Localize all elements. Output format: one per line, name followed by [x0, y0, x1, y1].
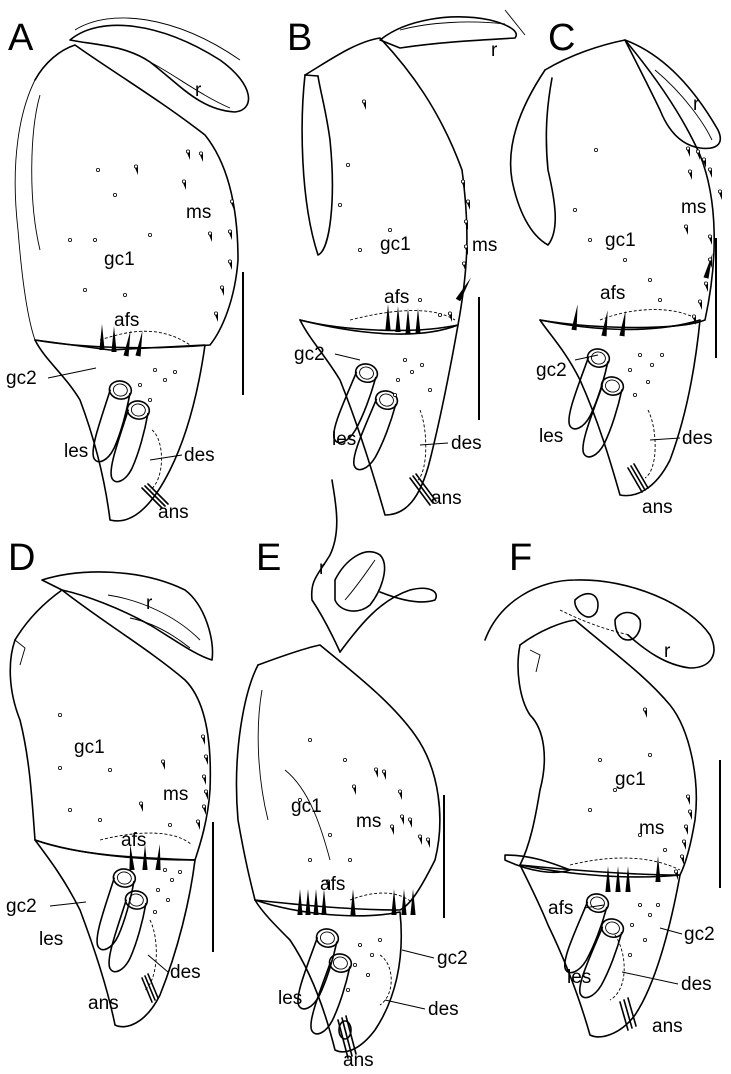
label-des: des — [681, 974, 712, 995]
label-des: des — [451, 433, 482, 454]
label-ans: ans — [343, 1050, 374, 1071]
label-afs: afs — [114, 310, 139, 331]
label-ms: ms — [186, 202, 211, 223]
label-ans: ans — [431, 488, 462, 509]
label-des: des — [682, 428, 713, 449]
label-ans: ans — [642, 497, 673, 518]
label-gc1: gc1 — [380, 234, 411, 255]
panel-label: D — [8, 537, 35, 579]
label-gc2: gc2 — [6, 368, 37, 389]
label-les: les — [64, 441, 88, 462]
panel-A: A r ms gc1 afs gc2 les des ans — [6, 17, 250, 523]
label-ms: ms — [681, 197, 706, 218]
label-des: des — [170, 962, 201, 983]
label-gc2: gc2 — [437, 948, 468, 969]
label-ans: ans — [652, 1016, 683, 1037]
label-afs: afs — [384, 287, 409, 308]
label-r: r — [146, 593, 153, 614]
label-gc1: gc1 — [605, 230, 636, 251]
label-les: les — [332, 429, 356, 450]
panel-label: A — [8, 17, 34, 59]
label-ms: ms — [472, 235, 497, 256]
label-gc2: gc2 — [6, 896, 37, 917]
label-r: r — [664, 641, 671, 662]
panel-F: F r ms gc1 afs gc2 les des ans — [484, 537, 721, 1038]
panel-B: B r ms gc1 afs gc2 les des ans — [287, 9, 526, 516]
label-afs: afs — [320, 874, 345, 895]
panel-E: E r ms gc1 afs gc2 les des ans — [235, 479, 468, 1071]
label-afs: afs — [548, 898, 573, 919]
panel-label: F — [509, 537, 532, 579]
panel-label: B — [287, 17, 312, 59]
panel-D: D r ms gc1 afs gc2 les des ans — [6, 537, 214, 1028]
panel-label: C — [548, 17, 575, 59]
label-ms: ms — [639, 818, 664, 839]
label-ms: ms — [163, 784, 188, 805]
panel-C: C r ms gc1 afs gc2 les des ans — [509, 17, 723, 518]
label-afs: afs — [121, 830, 146, 851]
label-les: les — [539, 426, 563, 447]
label-gc1: gc1 — [104, 249, 135, 270]
label-gc2: gc2 — [536, 360, 567, 381]
panel-label: E — [256, 537, 281, 579]
label-r: r — [319, 558, 326, 579]
label-gc2: gc2 — [294, 344, 325, 365]
label-ans: ans — [158, 502, 189, 523]
label-r: r — [491, 40, 498, 61]
label-gc2: gc2 — [684, 924, 715, 945]
label-gc1: gc1 — [291, 796, 322, 817]
label-des: des — [428, 999, 459, 1020]
label-ans: ans — [88, 993, 119, 1014]
label-afs: afs — [600, 283, 625, 304]
label-ms: ms — [356, 811, 381, 832]
label-les: les — [39, 929, 63, 950]
label-r: r — [693, 94, 700, 115]
label-les: les — [567, 967, 591, 988]
label-des: des — [184, 445, 215, 466]
label-r: r — [195, 80, 202, 101]
label-les: les — [278, 988, 302, 1009]
label-gc1: gc1 — [615, 769, 646, 790]
label-gc1: gc1 — [74, 737, 105, 758]
